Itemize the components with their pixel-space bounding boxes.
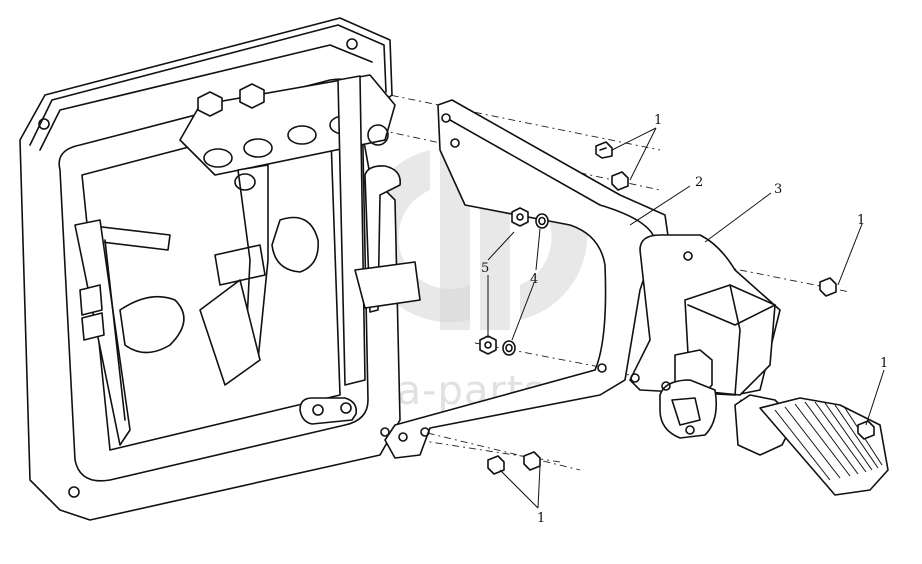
callout-2: 2 (695, 175, 703, 190)
part-5-nuts (479, 207, 529, 355)
pedal-linkage (74, 74, 421, 446)
callout-4: 4 (530, 272, 538, 287)
callout-1-right: 1 (857, 213, 865, 228)
callout-1-bottom: 1 (537, 511, 545, 526)
callout-1-pedal: 1 (880, 356, 888, 371)
callout-3: 3 (774, 182, 782, 197)
callout-labels: 1 1 1 1 2 3 4 5 (481, 113, 888, 526)
accelerator-pedal-pad (734, 394, 889, 496)
part-1-bolts (487, 141, 875, 475)
part-4-washers (502, 213, 549, 356)
pedal-sensor-housing (659, 284, 776, 439)
leader-lines (487, 127, 885, 509)
callout-5: 5 (481, 261, 489, 276)
callout-1-top: 1 (654, 113, 662, 128)
